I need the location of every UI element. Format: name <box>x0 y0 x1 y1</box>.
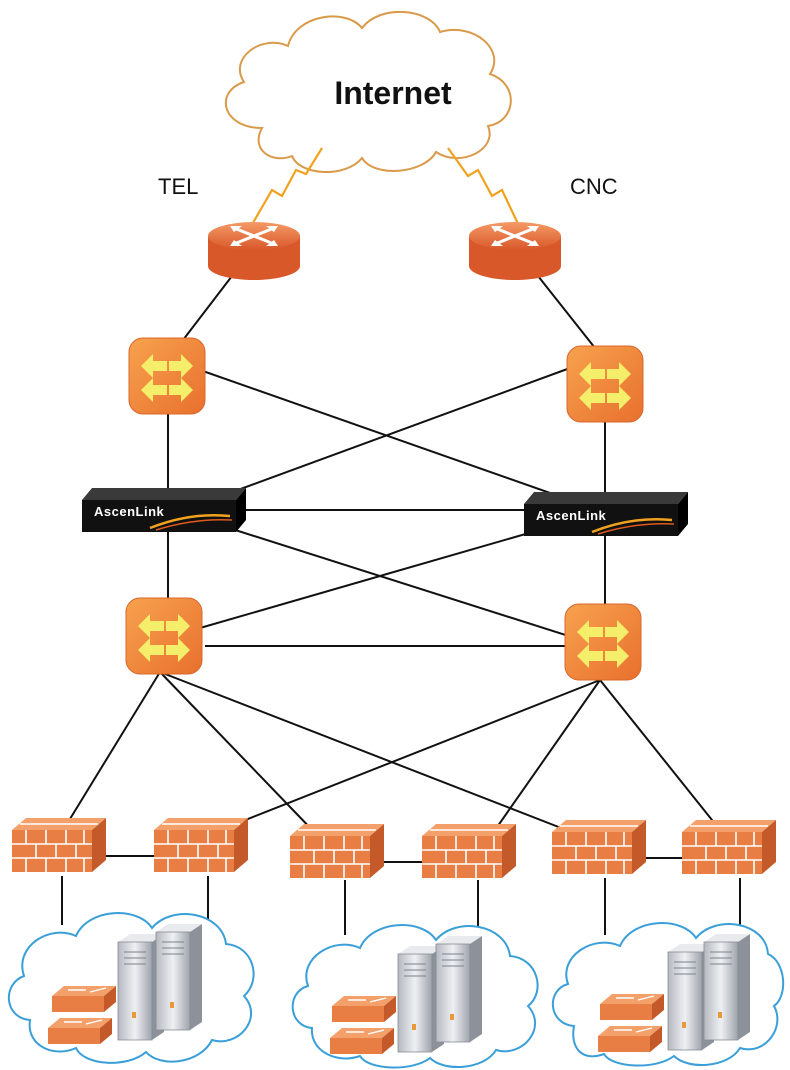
link-sw-fw5 <box>159 671 593 841</box>
link-appliance-cross-1 <box>209 521 576 639</box>
link-router-tel-switch <box>182 275 233 341</box>
switch-icon <box>329 1027 395 1055</box>
switch-icon <box>566 345 644 423</box>
isp-label-cnc: CNC <box>570 174 618 199</box>
appliance-brand-label: AscenLink <box>94 504 165 519</box>
isp-label-tel: TEL <box>158 174 198 199</box>
switch-icon <box>128 337 206 415</box>
link-sw-fw2 <box>214 679 601 833</box>
router-icon <box>467 220 563 282</box>
link-sw-fw6 <box>599 679 729 841</box>
server-cloud-2 <box>291 924 539 1069</box>
lightning-icon <box>447 147 521 229</box>
link-sw-fw4 <box>487 679 601 841</box>
appliance-left: AscenLink <box>80 486 248 534</box>
server-cloud-1 <box>8 912 255 1064</box>
appliance-brand-label: AscenLink <box>536 508 607 523</box>
server-cloud-3 <box>552 922 785 1067</box>
link-sw-fw3 <box>159 671 319 837</box>
internet-cloud: Internet <box>225 10 512 173</box>
lightning-icon <box>249 147 323 229</box>
link-appliance-cross-2 <box>199 523 561 629</box>
link-router-cnc-switch <box>537 275 596 349</box>
internet-label: Internet <box>334 75 452 111</box>
firewall-icon <box>153 817 249 873</box>
links <box>61 275 741 935</box>
firewall-icon <box>681 819 777 875</box>
firewall-icon <box>11 817 107 873</box>
switch-icon <box>331 995 397 1023</box>
firewall-icon <box>421 823 517 879</box>
server-icon <box>703 933 751 1041</box>
cloud-icon <box>225 10 512 173</box>
switch-icon <box>125 597 203 675</box>
switch-icon <box>47 1017 113 1045</box>
switch-icon <box>599 993 665 1021</box>
router-icon <box>206 220 302 282</box>
appliance-right: AscenLink <box>522 490 690 538</box>
server-icon <box>155 923 203 1031</box>
switch-icon <box>597 1025 663 1053</box>
switch-icon <box>51 985 117 1013</box>
switch-icon <box>564 603 642 681</box>
server-icon <box>435 935 483 1043</box>
link-sw-fw1 <box>61 671 161 833</box>
firewall-icon <box>289 823 385 879</box>
firewall-icon <box>551 819 647 875</box>
link-switch-cross-2 <box>204 367 571 503</box>
